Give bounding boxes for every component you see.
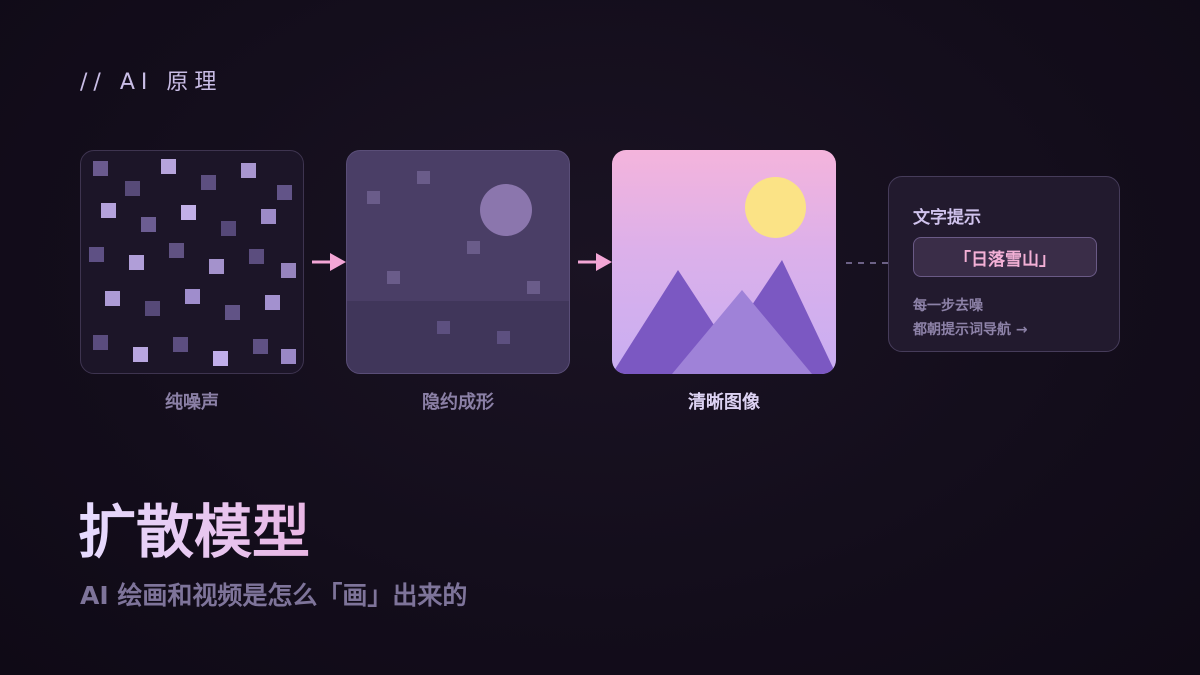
noise-pixel: [125, 181, 140, 196]
mountain-front: [672, 290, 812, 374]
dashed-connector: [846, 262, 888, 264]
noise-pixel: [129, 255, 144, 270]
noise-pixel: [527, 281, 540, 294]
noise-pixel: [101, 203, 116, 218]
noise-pixel: [281, 349, 296, 364]
stage-caption-emerging: 隐约成形: [422, 392, 494, 413]
noise-pixel: [367, 191, 380, 204]
noise-pixel: [241, 163, 256, 178]
stage-caption-clear: 清晰图像: [688, 392, 760, 413]
noise-pixel: [181, 205, 196, 220]
noise-pixel: [417, 171, 430, 184]
sun-shape: [745, 177, 806, 238]
noise-pixel: [145, 301, 160, 316]
noise-pixel: [265, 295, 280, 310]
page-title: 扩散模型: [78, 498, 311, 566]
noise-pixel: [89, 247, 104, 262]
emerging-panel: [346, 150, 570, 374]
noise-pixel: [253, 339, 268, 354]
prompt-note-line2: 都朝提示词导航 →: [913, 322, 1028, 338]
noise-pixel: [105, 291, 120, 306]
prompt-pill: 「日落雪山」: [913, 237, 1097, 277]
noise-pixel: [161, 159, 176, 174]
prompt-card-title: 文字提示: [913, 208, 981, 228]
stage-caption-noise: 纯噪声: [165, 392, 219, 413]
noise-pixel: [387, 271, 400, 284]
noise-pixel: [209, 259, 224, 274]
noise-pixel: [201, 175, 216, 190]
noise-pixel: [213, 351, 228, 366]
section-kicker: // AI 原理: [80, 70, 223, 95]
noise-pixel: [169, 243, 184, 258]
prompt-note-line1: 每一步去噪: [913, 298, 983, 314]
arrow-right-icon: [578, 253, 612, 271]
noise-pixel: [437, 321, 450, 334]
noise-pixel: [467, 241, 480, 254]
noise-pixel: [141, 217, 156, 232]
arrow-right-icon: [312, 253, 346, 271]
noise-pixel: [133, 347, 148, 362]
noise-pixel: [277, 185, 292, 200]
clear-image-panel: [612, 150, 836, 374]
noise-pixel: [249, 249, 264, 264]
page-subtitle: AI 绘画和视频是怎么「画」出来的: [80, 581, 468, 610]
noise-pixel: [281, 263, 296, 278]
faint-sun-shape: [480, 184, 532, 236]
noise-pixel: [93, 161, 108, 176]
noise-panel: [80, 150, 304, 374]
text-prompt-card: 文字提示 「日落雪山」 每一步去噪 都朝提示词导航 →: [888, 176, 1120, 352]
noise-pixel: [173, 337, 188, 352]
noise-pixel: [93, 335, 108, 350]
noise-pixel: [261, 209, 276, 224]
mountains-illustration: [612, 260, 836, 374]
noise-pixel: [185, 289, 200, 304]
noise-pixel: [221, 221, 236, 236]
noise-pixel: [497, 331, 510, 344]
ground-band: [347, 301, 569, 373]
noise-pixel: [225, 305, 240, 320]
